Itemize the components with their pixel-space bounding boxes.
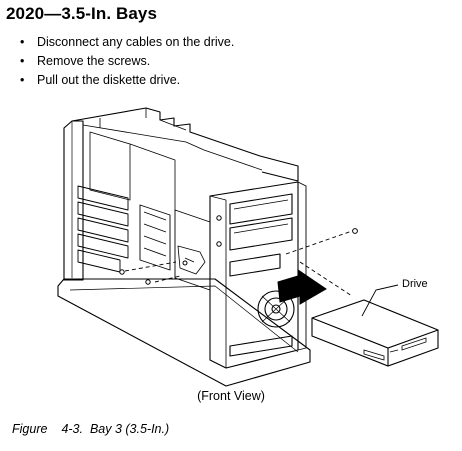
alignment-lines bbox=[124, 230, 353, 297]
chassis-base-plate bbox=[57, 278, 311, 387]
diskette-drive bbox=[311, 299, 439, 367]
figure-caption: Figure 4-3. Bay 3 (3.5-In.) bbox=[12, 422, 169, 436]
step-item: Disconnect any cables on the drive. bbox=[20, 33, 234, 52]
step-item: Remove the screws. bbox=[20, 52, 234, 71]
figure-illustration: Drive bbox=[0, 100, 462, 390]
drive-callout-line bbox=[361, 284, 399, 317]
step-item: Pull out the diskette drive. bbox=[20, 71, 234, 90]
chassis-top-frame bbox=[71, 107, 299, 182]
computer-chassis-drawing: Drive bbox=[57, 107, 439, 387]
front-bezel bbox=[209, 181, 299, 369]
fan-grill bbox=[257, 290, 295, 328]
pull-arrow-icon bbox=[277, 269, 327, 305]
front-lower-vent bbox=[229, 335, 293, 357]
drive-callout-label: Drive bbox=[402, 278, 428, 290]
procedure-steps: Disconnect any cables on the drive. Remo… bbox=[20, 33, 234, 90]
bay-3-opening bbox=[229, 253, 281, 277]
figure-view-label: (Front View) bbox=[197, 389, 265, 403]
caption-prefix: Figure bbox=[12, 422, 48, 436]
bay-slot-1 bbox=[229, 193, 293, 225]
screw-icons bbox=[119, 215, 358, 285]
caption-number: 4-3. bbox=[61, 422, 83, 436]
chassis-left-wall bbox=[63, 120, 84, 281]
page-title: 2020—3.5-In. Bays bbox=[6, 4, 158, 23]
caption-title: Bay 3 (3.5-In.) bbox=[89, 422, 170, 436]
bay-slot-2 bbox=[229, 217, 293, 251]
